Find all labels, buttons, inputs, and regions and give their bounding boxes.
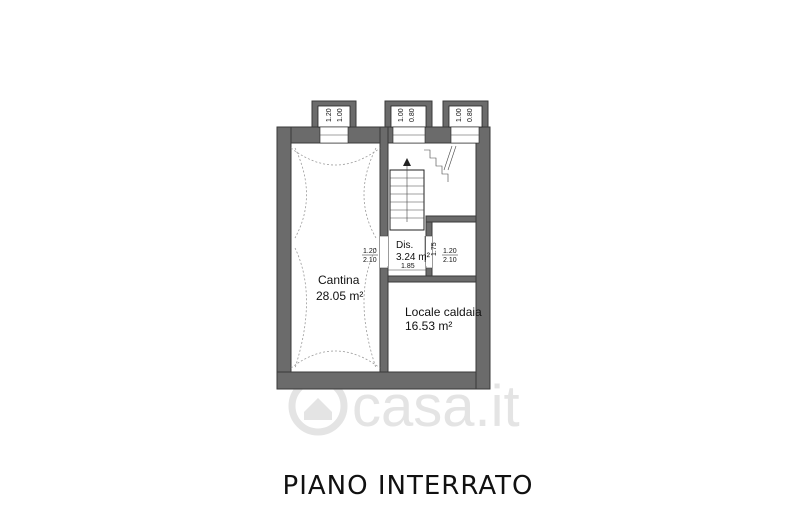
room-name-caldaia: Locale caldaia	[405, 305, 482, 319]
floor-title: PIANO INTERRATO	[283, 471, 534, 501]
watermark-house-icon	[304, 398, 332, 420]
room-area-cantina: 28.05 m²	[316, 289, 363, 303]
room-area-caldaia: 16.53 m²	[405, 319, 452, 333]
wall-left	[276, 126, 292, 390]
window-dimensions: 1.20 1.00 1.00 0.80 1.00 0.80	[326, 108, 474, 122]
door-right-height: 2.10	[443, 257, 457, 264]
door-right-width: 1.20	[443, 248, 457, 255]
cantina-vault	[290, 147, 381, 369]
door-dimensions: 1.20 2.10 1.20 2.10 1.75 1.85	[362, 236, 458, 274]
window-1-width: 1.20	[326, 108, 333, 122]
dis-height-dimension: 1.75	[431, 242, 438, 256]
wall-stair-landing	[425, 215, 477, 223]
window-3-width: 1.00	[456, 108, 463, 122]
window-wells	[311, 100, 489, 144]
room-area-dis: 3.24 m²	[396, 252, 431, 263]
window-2-width: 1.00	[398, 108, 405, 122]
door-left-height: 2.10	[363, 257, 377, 264]
arrow-up-icon	[403, 158, 411, 166]
window-3-height: 0.80	[467, 108, 474, 122]
wall-interior-horizontal	[387, 275, 477, 283]
window-2-height: 0.80	[409, 108, 416, 122]
room-name-cantina: Cantina	[318, 273, 360, 287]
door-dis-caldaia	[426, 236, 432, 268]
wall-bottom	[276, 371, 491, 390]
dis-width-dimension: 1.85	[401, 263, 415, 270]
room-labels: Cantina 28.05 m² Dis. 3.24 m² Locale cal…	[316, 240, 482, 333]
door-left-width: 1.20	[363, 248, 377, 255]
window-1-height: 1.00	[337, 108, 344, 122]
staircase	[389, 145, 457, 231]
door-cantina-dis	[380, 236, 388, 268]
wall-right	[475, 126, 491, 390]
doors	[380, 235, 432, 269]
room-name-dis: Dis.	[396, 240, 413, 251]
